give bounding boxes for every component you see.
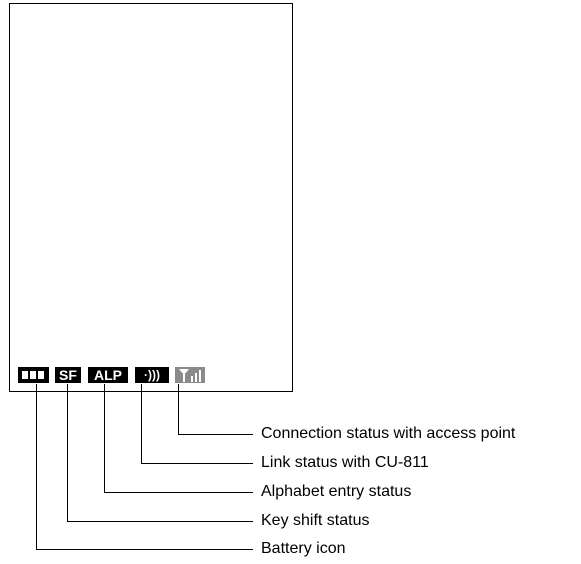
- callout-label-link: Link status with CU-811: [261, 454, 429, 471]
- battery-icon: [18, 367, 49, 383]
- connection-callout-line: [178, 384, 253, 435]
- alphabet-entry-icon: ALP: [88, 367, 128, 383]
- callout-label-battery: Battery icon: [261, 540, 346, 557]
- battery-cell: [30, 371, 36, 379]
- alphabet-callout-line: [104, 384, 253, 493]
- battery-cell: [38, 371, 44, 379]
- link-callout-line: [141, 384, 253, 464]
- key-shift-callout-line: [67, 384, 253, 522]
- antenna-signal-icon: [179, 369, 201, 382]
- battery-callout-line: [36, 384, 253, 550]
- key-shift-icon: SF: [55, 367, 81, 383]
- callout-label-key-shift: Key shift status: [261, 512, 370, 529]
- device-screen: [9, 3, 293, 392]
- callout-label-alphabet: Alphabet entry status: [261, 483, 412, 500]
- battery-cell: [22, 371, 28, 379]
- callout-label-connection: Connection status with access point: [261, 425, 516, 442]
- link-status-icon: ·))): [135, 367, 169, 383]
- connection-status-icon: [175, 367, 205, 383]
